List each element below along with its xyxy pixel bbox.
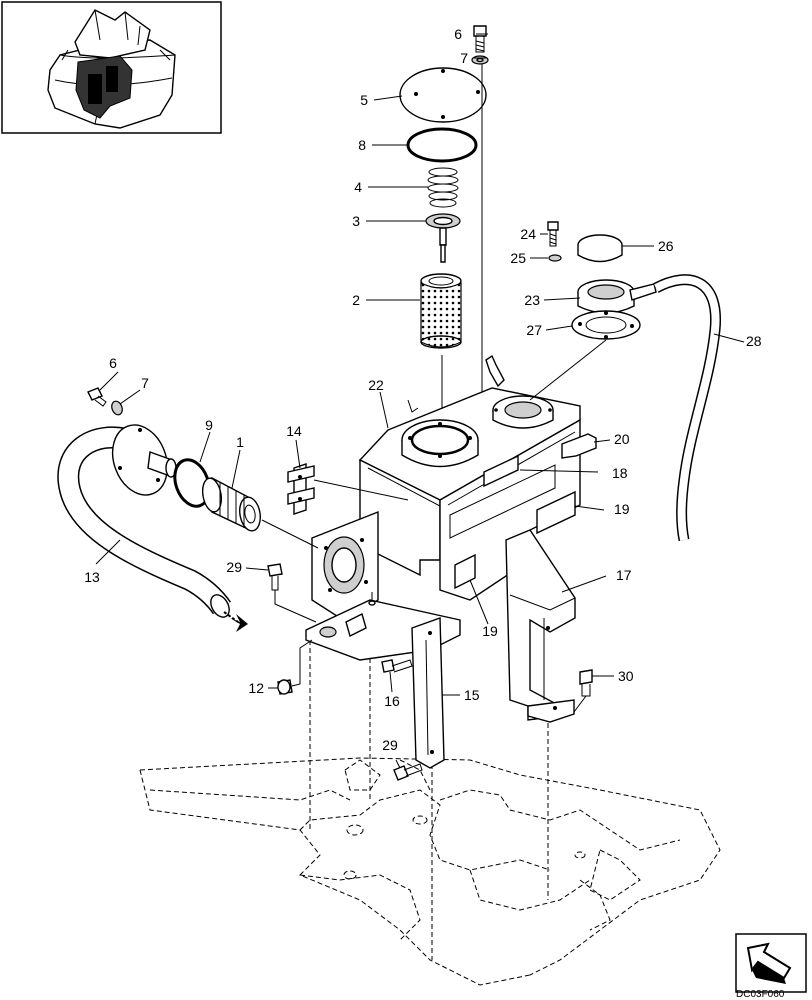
callout-19-right: 19 — [614, 501, 630, 517]
flow-direction-arrow-icon — [223, 611, 248, 632]
callout-25: 25 — [510, 250, 526, 266]
callout-8: 8 — [358, 137, 366, 153]
fastener-set — [267, 563, 593, 781]
front-direction-arrow-icon — [735, 933, 807, 993]
callout-5: 5 — [360, 92, 368, 108]
frame-outline — [139, 610, 721, 986]
callout-23: 23 — [524, 292, 540, 308]
callout-6-top: 6 — [454, 26, 462, 42]
callout-19-lower: 19 — [482, 623, 498, 639]
callout-6-left: 6 — [109, 355, 117, 371]
callout-7-top: 7 — [460, 50, 468, 66]
callout-28: 28 — [746, 333, 762, 349]
callout-12: 12 — [248, 680, 264, 696]
callout-29-lower: 29 — [382, 737, 398, 753]
callout-22: 22 — [368, 377, 384, 393]
callout-27: 27 — [526, 322, 542, 338]
callout-3: 3 — [352, 213, 360, 229]
callout-labels: 6 7 5 8 4 3 2 6 7 9 1 13 14 15 16 17 18 … — [84, 26, 762, 753]
callout-14: 14 — [286, 423, 302, 439]
callout-24: 24 — [520, 226, 536, 242]
callout-9: 9 — [205, 417, 213, 433]
return-filter-assembly — [529, 221, 722, 542]
leader-lines — [95, 33, 745, 769]
drawing-code: DC03F060 — [736, 989, 785, 1000]
callout-17: 17 — [616, 567, 632, 583]
callout-1: 1 — [236, 434, 244, 450]
callout-7-left: 7 — [141, 375, 149, 391]
callout-18: 18 — [612, 465, 628, 481]
callout-2: 2 — [352, 292, 360, 308]
callout-15: 15 — [464, 687, 480, 703]
callout-29-upper: 29 — [226, 559, 242, 575]
callout-30: 30 — [618, 668, 634, 684]
machine-locator-icon — [1, 1, 222, 134]
callout-16: 16 — [384, 693, 400, 709]
callout-4: 4 — [354, 179, 362, 195]
hydraulic-tank — [287, 354, 597, 769]
callout-13: 13 — [84, 569, 100, 585]
callout-20: 20 — [614, 431, 630, 447]
suction-assembly — [57, 387, 319, 618]
callout-26: 26 — [658, 238, 674, 254]
